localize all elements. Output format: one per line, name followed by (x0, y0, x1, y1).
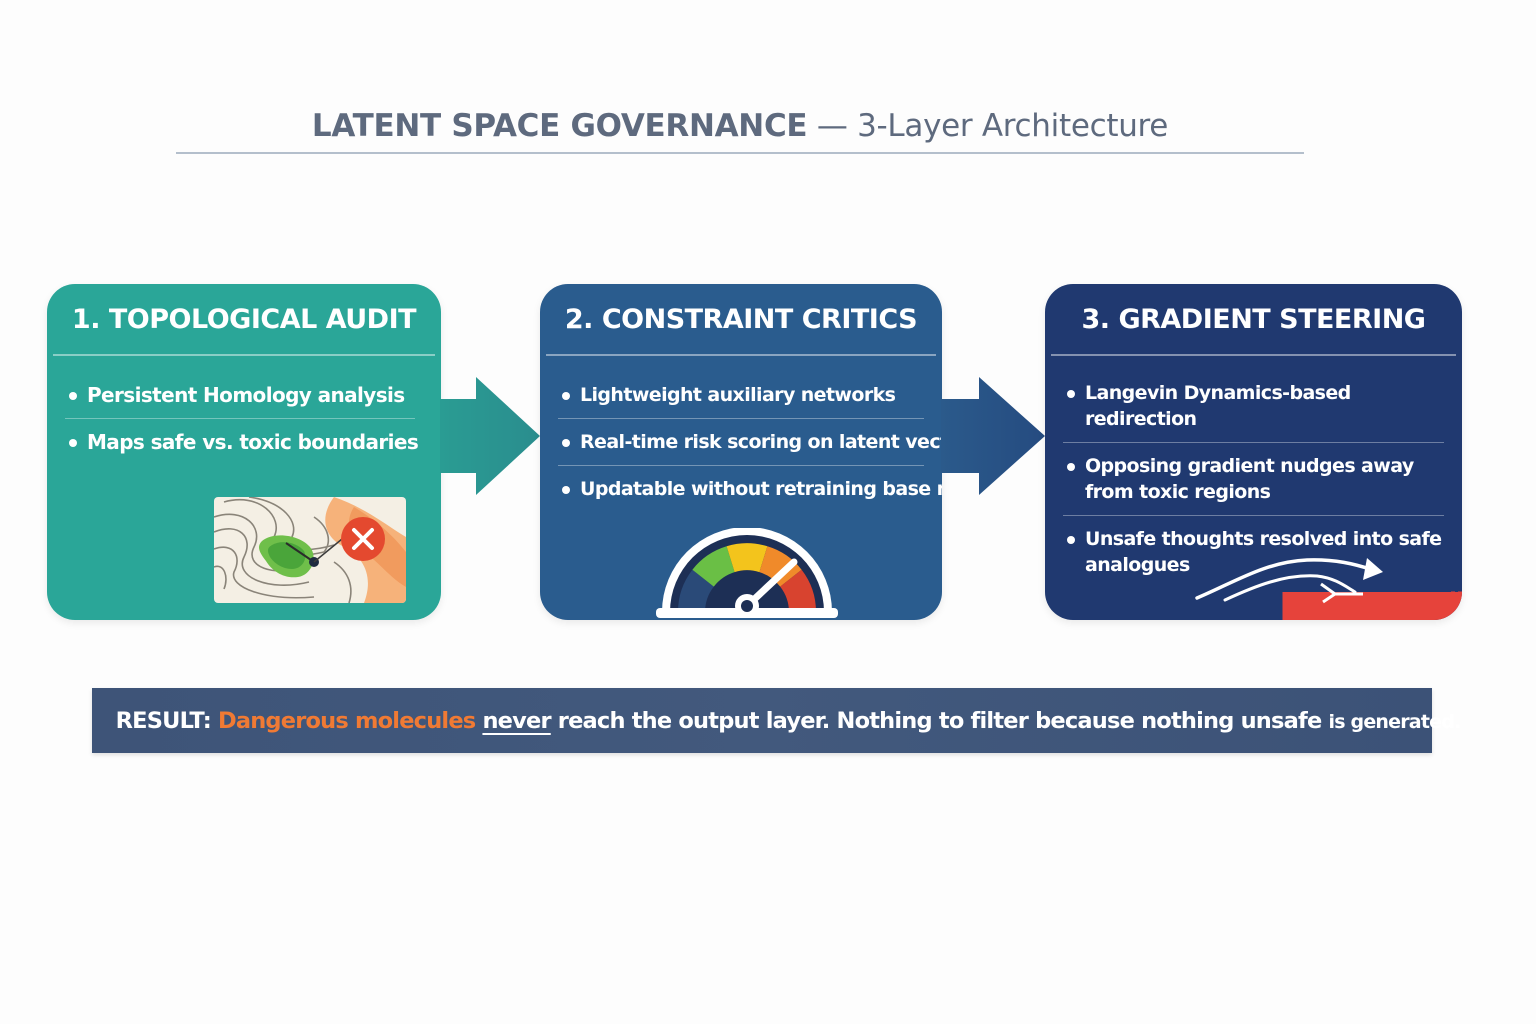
bullet-dot-icon (562, 439, 570, 447)
bullet-dot-icon (562, 486, 570, 494)
flow-arrow-icon (941, 377, 1045, 495)
bullet-dot-icon (1067, 463, 1075, 471)
result-emphasis: never (482, 707, 551, 734)
list-item: Opposing gradient nudges away from toxic… (1063, 443, 1444, 516)
title-sub: 3-Layer Architecture (857, 108, 1169, 144)
layer-header: 2. CONSTRAINT CRITICS (546, 284, 936, 356)
title-separator: — (807, 108, 858, 144)
bullet-list: Lightweight auxiliary networks Real-time… (558, 372, 942, 512)
list-item: Lightweight auxiliary networks (558, 372, 924, 419)
result-highlight: Dangerous molecules (217, 707, 476, 734)
bullet-text: Opposing gradient nudges away from toxic… (1085, 455, 1414, 503)
page-title: LATENT SPACE GOVERNANCE — 3-Layer Archit… (176, 104, 1304, 148)
topographic-map-icon (214, 497, 406, 603)
layer-card-constraint-critics: 2. CONSTRAINT CRITICS Lightweight auxili… (540, 284, 942, 620)
layer-card-gradient-steering: 3. GRADIENT STEERING Langevin Dynamics-b… (1045, 284, 1462, 620)
list-item: Unsafe thoughts resolved into safe analo… (1063, 516, 1444, 588)
layer-header: 1. TOPOLOGICAL AUDIT (53, 284, 435, 356)
list-item: Maps safe vs. toxic boundaries (65, 419, 419, 465)
bullet-text: Lightweight auxiliary networks (580, 384, 896, 406)
result-banner: RESULT: Dangerous molecules never reach … (92, 688, 1461, 753)
redirect-arrows-icon (1195, 558, 1462, 620)
bullet-text: Updatable without retraining base model (580, 478, 942, 500)
layer-header: 3. GRADIENT STEERING (1051, 284, 1456, 356)
layer-title: 3. GRADIENT STEERING (1081, 303, 1426, 335)
list-item: Updatable without retraining base model (558, 466, 942, 512)
bullet-dot-icon (69, 439, 77, 447)
bullet-text: Unsafe thoughts resolved into safe analo… (1085, 528, 1442, 576)
bullet-text: Langevin Dynamics-based redirection (1085, 382, 1351, 430)
title-main: LATENT SPACE GOVERNANCE (311, 108, 808, 144)
risk-gauge-icon (656, 528, 838, 618)
flow-arrow-icon (440, 377, 540, 495)
result-rest-end: is generated. (1328, 710, 1462, 733)
bullet-text: Maps safe vs. toxic boundaries (87, 430, 419, 454)
layer-title: 2. CONSTRAINT CRITICS (564, 303, 918, 335)
bullet-list: Langevin Dynamics-based redirection Oppo… (1063, 370, 1444, 588)
bullet-dot-icon (1067, 536, 1075, 544)
bullet-text: Real-time risk scoring on latent vectors (580, 431, 942, 453)
result-text: RESULT: Dangerous molecules never reach … (115, 707, 1462, 734)
list-item: Persistent Homology analysis (65, 372, 415, 419)
result-rest: reach the output layer. Nothing to filte… (557, 707, 1322, 734)
bullet-list: Persistent Homology analysis Maps safe v… (65, 372, 419, 465)
bullet-dot-icon (562, 392, 570, 400)
result-label: RESULT: (115, 707, 212, 734)
list-item: Langevin Dynamics-based redirection (1063, 370, 1444, 443)
bullet-dot-icon (69, 392, 77, 400)
bullet-text: Persistent Homology analysis (87, 383, 405, 407)
title-block: LATENT SPACE GOVERNANCE — 3-Layer Archit… (176, 104, 1304, 154)
list-item: Real-time risk scoring on latent vectors (558, 419, 942, 466)
layer-card-topological-audit: 1. TOPOLOGICAL AUDIT Persistent Homology… (47, 284, 441, 620)
bullet-dot-icon (1067, 390, 1075, 398)
layer-title: 1. TOPOLOGICAL AUDIT (71, 303, 417, 335)
